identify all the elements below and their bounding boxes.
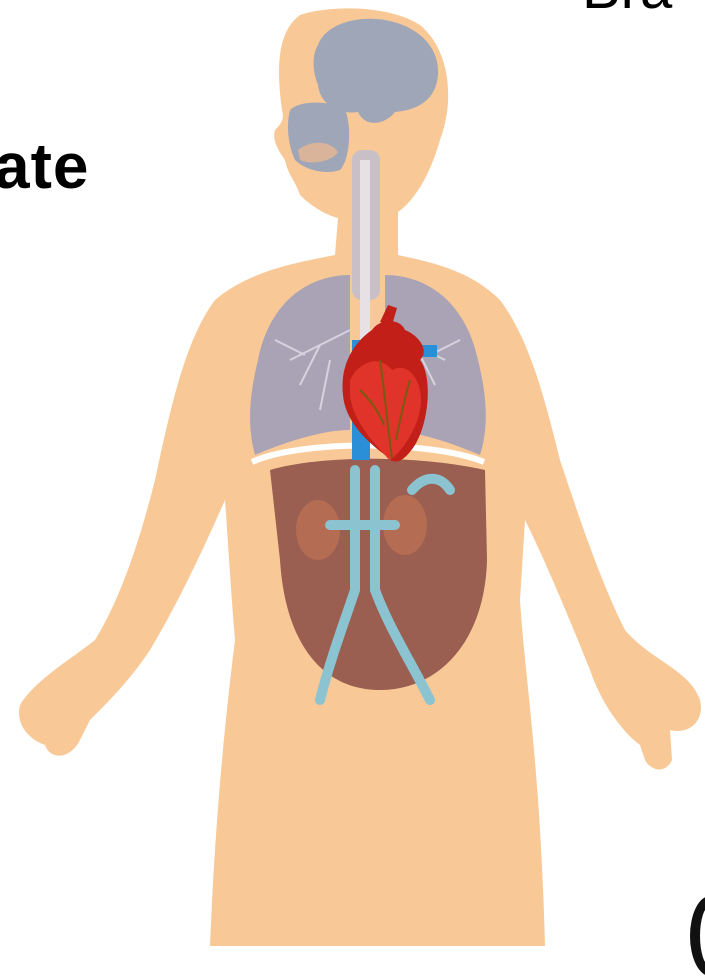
anatomy-figure: [0, 0, 705, 946]
